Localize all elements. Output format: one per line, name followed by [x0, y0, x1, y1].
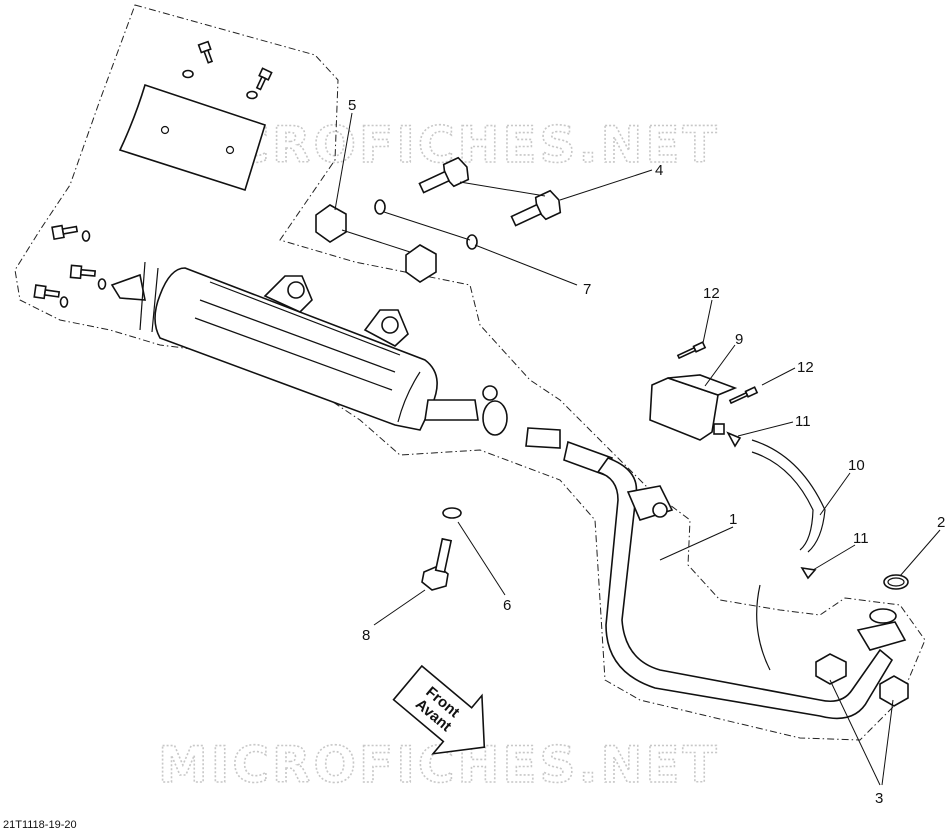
callout-12b: 12 [797, 359, 814, 376]
callout-9: 9 [735, 331, 743, 348]
bolt-12a [676, 341, 707, 360]
leader-lines [334, 112, 941, 786]
callout-7: 7 [583, 281, 591, 298]
nut-5b [405, 244, 437, 283]
clip-11b [800, 566, 817, 580]
bolt-4b [510, 189, 562, 227]
bolt-12b [728, 386, 759, 405]
left-bolts [33, 224, 107, 308]
header-pipe [596, 457, 907, 720]
heat-shield [118, 83, 266, 192]
shield-screws [182, 40, 273, 100]
nut-3b [879, 675, 909, 707]
clip-11a [726, 431, 742, 448]
callout-1: 1 [729, 511, 737, 528]
reference-code: 21T1118-19-20 [3, 819, 77, 831]
callout-6: 6 [503, 597, 511, 614]
callout-3: 3 [875, 790, 883, 807]
hose-10 [751, 439, 826, 553]
bolt-8 [421, 537, 453, 591]
assembly-outline [14, 4, 926, 741]
washer-6 [442, 507, 462, 519]
callout-4: 4 [655, 162, 663, 179]
callout-11a: 11 [795, 413, 811, 430]
callout-8: 8 [362, 627, 370, 644]
nut-5a [315, 204, 347, 243]
callout-5: 5 [348, 97, 356, 114]
pipe-sleeves [525, 427, 614, 477]
callout-11b: 11 [853, 530, 869, 547]
watermark-bottom: MICROFICHES.NET [158, 736, 720, 794]
muffler [154, 267, 508, 436]
callout-12a: 12 [703, 285, 720, 302]
washer-7a [374, 199, 386, 215]
muffler-bracket [110, 273, 146, 301]
front-arrow: Front Avant [392, 664, 486, 755]
gasket [883, 574, 909, 590]
callout-2: 2 [937, 514, 945, 531]
sensor-module [649, 374, 738, 441]
bolt-4a [418, 156, 470, 194]
callout-10: 10 [848, 457, 865, 474]
callouts: 1 2 3 4 5 6 7 8 9 10 11 11 12 12 [348, 97, 945, 807]
washer-7b [466, 234, 478, 250]
nut-3a [815, 653, 847, 685]
